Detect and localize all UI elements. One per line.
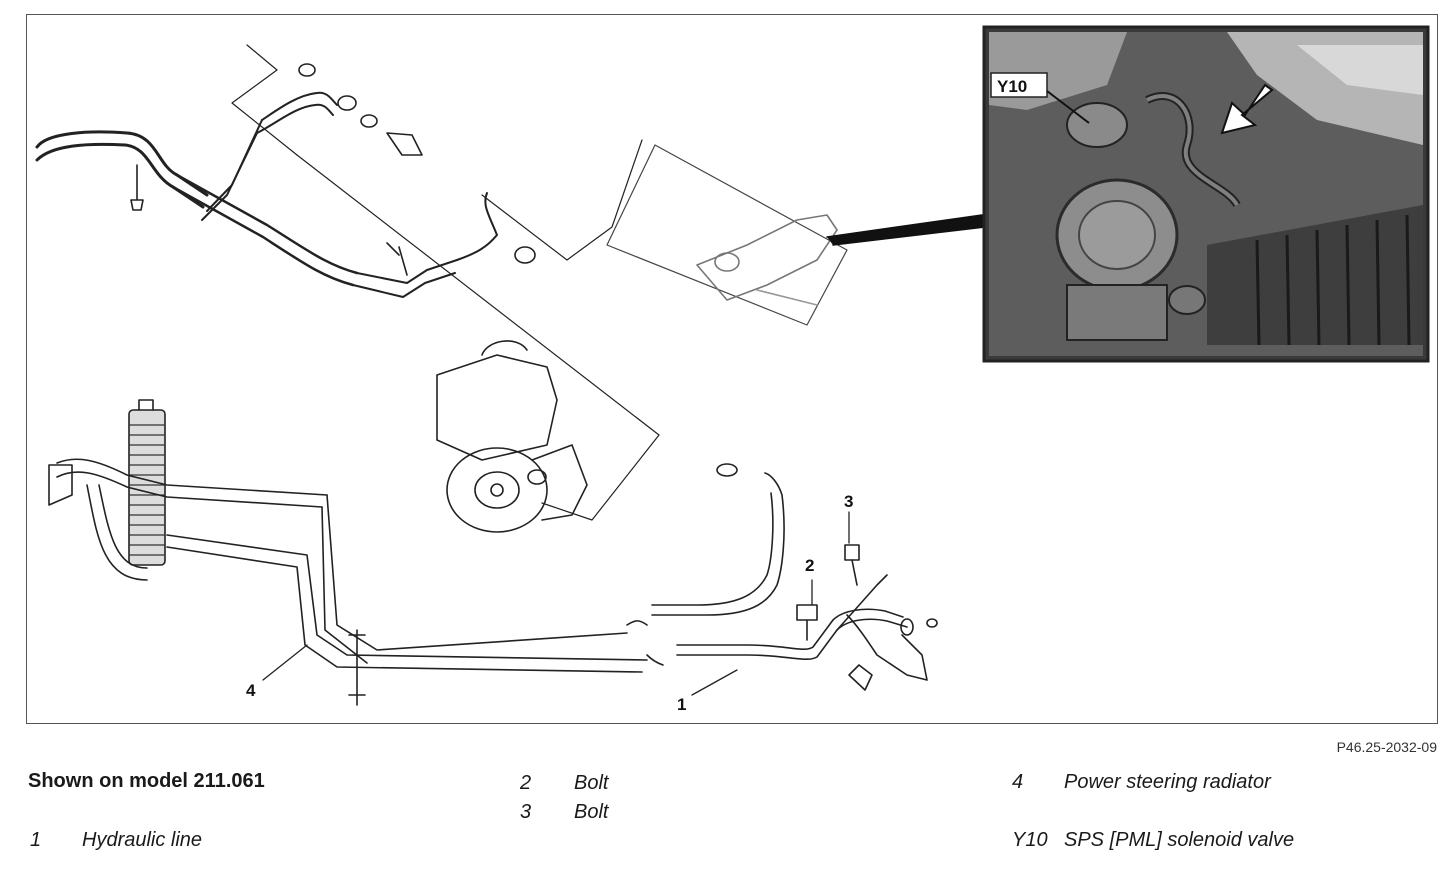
legend-num-y10: Y10 (1012, 829, 1048, 851)
hydraulic-line (626, 463, 938, 691)
pump-assembly (296, 154, 660, 533)
legend-label-3: Bolt (574, 801, 609, 823)
diagram-frame: Y10 1 2 3 4 (26, 14, 1438, 724)
legend-num-3: 3 (520, 801, 532, 823)
power-steering-radiator (48, 399, 648, 706)
arrow-icon (1220, 83, 1274, 135)
bolts (796, 544, 860, 641)
legend-label-4: Power steering radiator (1064, 771, 1271, 793)
figure-id: P46.25-2032-09 (1336, 739, 1437, 755)
exploded-view-diagram: Y10 1 2 3 4 (35, 25, 1430, 714)
legend-num-4: 4 (1012, 771, 1024, 793)
callout-leaders (262, 511, 850, 696)
callout-2: 2 (805, 556, 814, 575)
legend-num-1: 1 (30, 829, 42, 851)
inset-photo (982, 25, 1430, 363)
legend-label-y10: SPS [PML] solenoid valve (1064, 829, 1295, 851)
legend-label-1: Hydraulic line (82, 829, 203, 851)
legend-label-2: Bolt (574, 772, 609, 794)
callout-3: 3 (844, 492, 853, 511)
callout-1: 1 (677, 695, 686, 714)
upper-hose-assembly (35, 44, 643, 298)
callout-4: 4 (246, 681, 256, 700)
legend-caption: Shown on model 211.061 (28, 770, 265, 792)
legend-num-2: 2 (520, 772, 532, 794)
inset-label-y10: Y10 (997, 77, 1027, 96)
inset-label-box (990, 72, 1048, 98)
steering-gear-detail (606, 144, 986, 326)
